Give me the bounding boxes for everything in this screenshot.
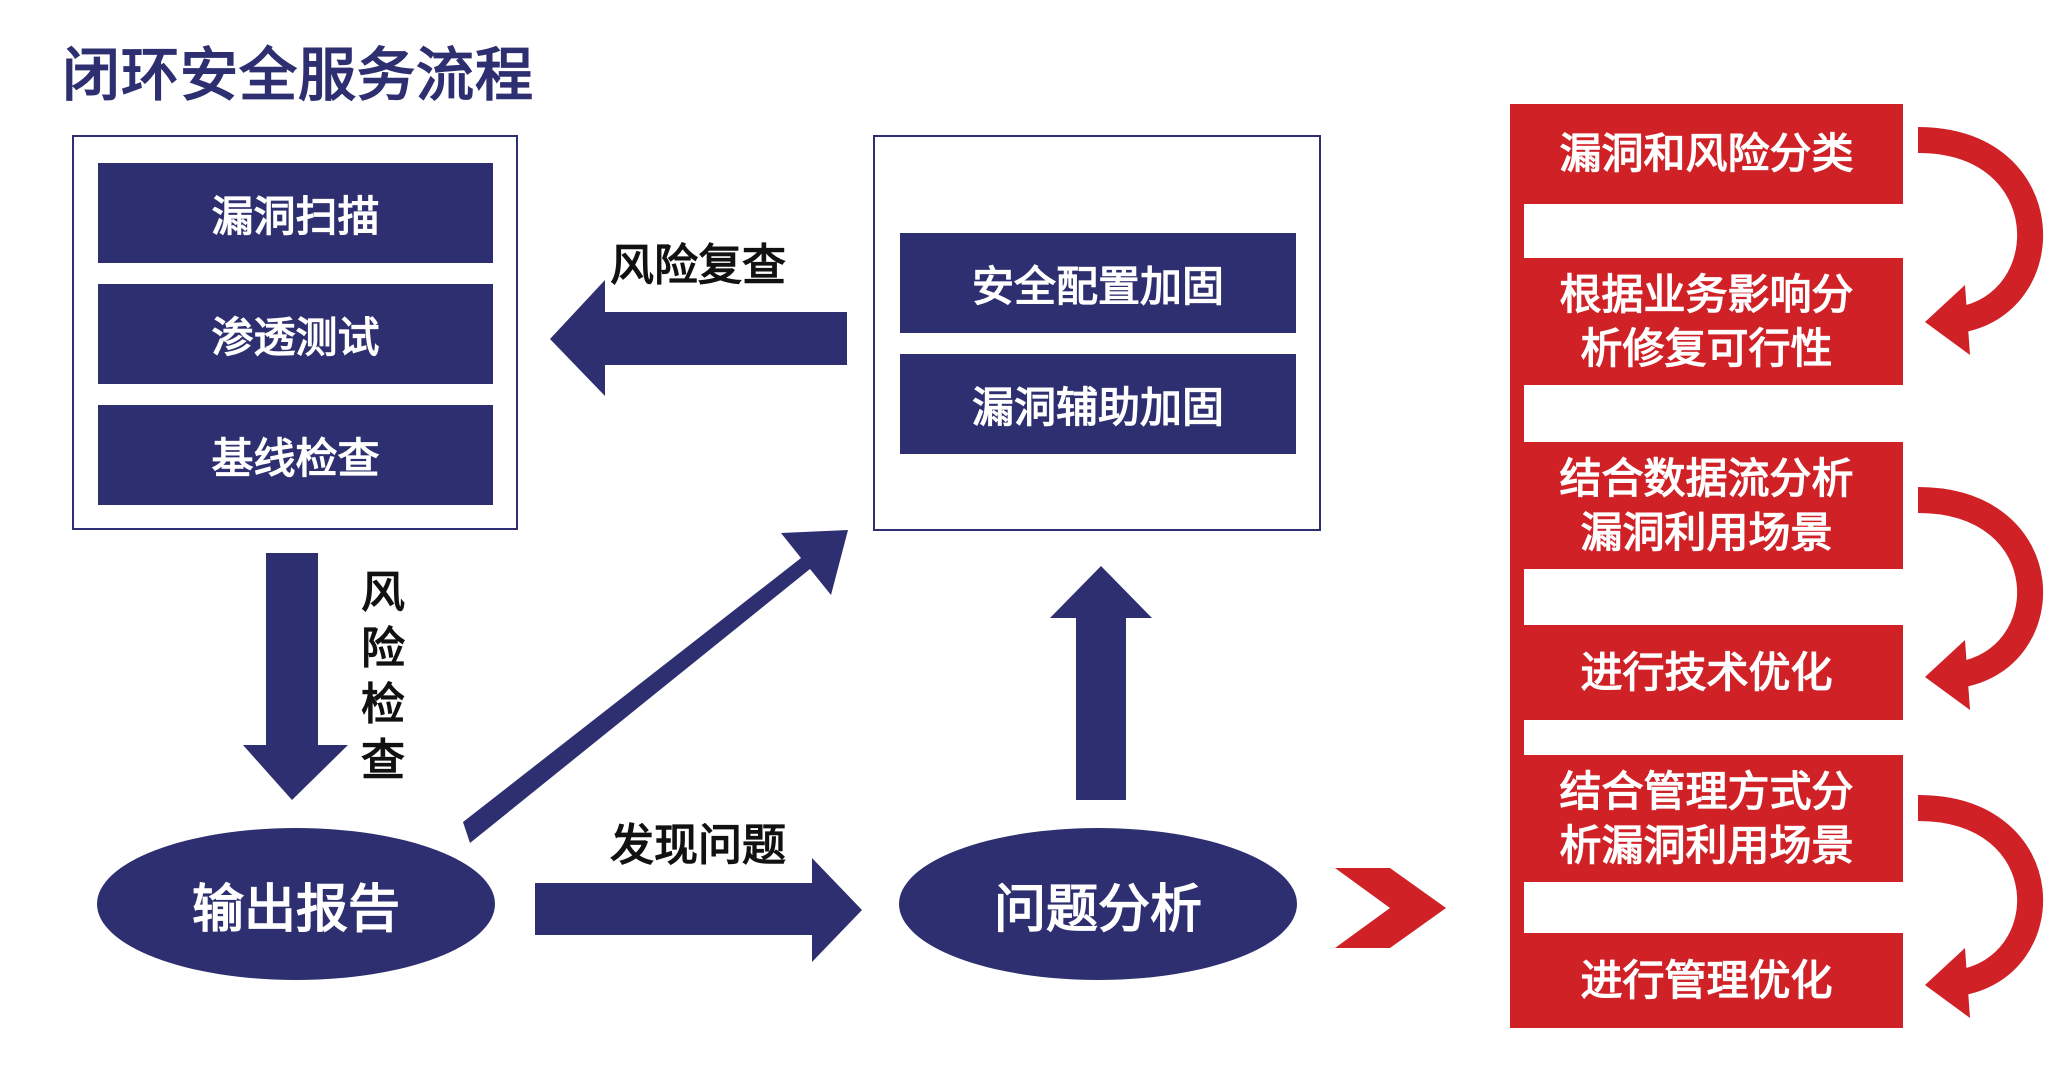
step-5-line-2: 析漏洞利用场景 [1559, 820, 1854, 870]
risk-check-char-4: 查 [361, 735, 405, 786]
report-to-hardening-arrow [463, 530, 848, 843]
find-issue-label: 发现问题 [610, 820, 786, 871]
step-management-analysis: 结合管理方式分 析漏洞利用场景 [1510, 755, 1903, 882]
output-report-node: 输出报告 [97, 828, 495, 980]
curve-arrowhead-2 [1925, 640, 1970, 710]
risk-check-arrow [243, 553, 348, 800]
step-4-text: 进行技术优化 [1580, 647, 1833, 697]
risk-review-arrow [550, 280, 847, 396]
step-1-text: 漏洞和风险分类 [1559, 129, 1854, 178]
vuln-scan-box: 漏洞扫描 [98, 163, 493, 263]
step-tech-optimize: 进行技术优化 [1510, 625, 1903, 720]
analysis-to-hardening-arrow [1050, 566, 1152, 800]
step-management-optimize: 进行管理优化 [1510, 933, 1903, 1028]
hardening-panel [873, 135, 1321, 531]
step-business-impact: 根据业务影响分 析修复可行性 [1510, 258, 1903, 385]
step-3-line-1: 结合数据流分析 [1559, 453, 1854, 503]
risk-review-label: 风险复查 [610, 240, 786, 291]
step-2-line-2: 析修复可行性 [1580, 323, 1833, 373]
curve-arrow-1 [1917, 127, 2044, 333]
step-5-line-1: 结合管理方式分 [1559, 766, 1854, 816]
risk-check-char-2: 险 [361, 623, 405, 674]
config-hardening-box: 安全配置加固 [900, 233, 1296, 333]
step-3-line-2: 漏洞利用场景 [1580, 507, 1833, 557]
step-6-text: 进行管理优化 [1580, 955, 1833, 1005]
find-issue-arrow [535, 858, 862, 962]
page-title: 闭环安全服务流程 [62, 41, 535, 109]
risk-check-char-3: 检 [361, 679, 405, 730]
risk-check-char-1: 风 [361, 567, 405, 618]
vuln-assist-hardening-box: 漏洞辅助加固 [900, 354, 1296, 454]
curve-arrowhead-3 [1925, 948, 1970, 1018]
pen-test-box: 渗透测试 [98, 284, 493, 384]
issue-analysis-node: 问题分析 [899, 828, 1297, 980]
risk-check-label: 风 险 检 查 [358, 565, 408, 789]
curve-arrow-3 [1917, 795, 2044, 996]
curve-arrowhead-1 [1925, 285, 1970, 355]
step-vuln-risk-classify: 漏洞和风险分类 [1510, 104, 1903, 204]
step-2-line-1: 根据业务影响分 [1559, 269, 1854, 319]
step-dataflow-analysis: 结合数据流分析 漏洞利用场景 [1510, 442, 1903, 569]
baseline-check-box: 基线检查 [98, 405, 493, 505]
curve-arrow-2 [1917, 487, 2044, 688]
red-chevron-arrow [1335, 868, 1446, 948]
